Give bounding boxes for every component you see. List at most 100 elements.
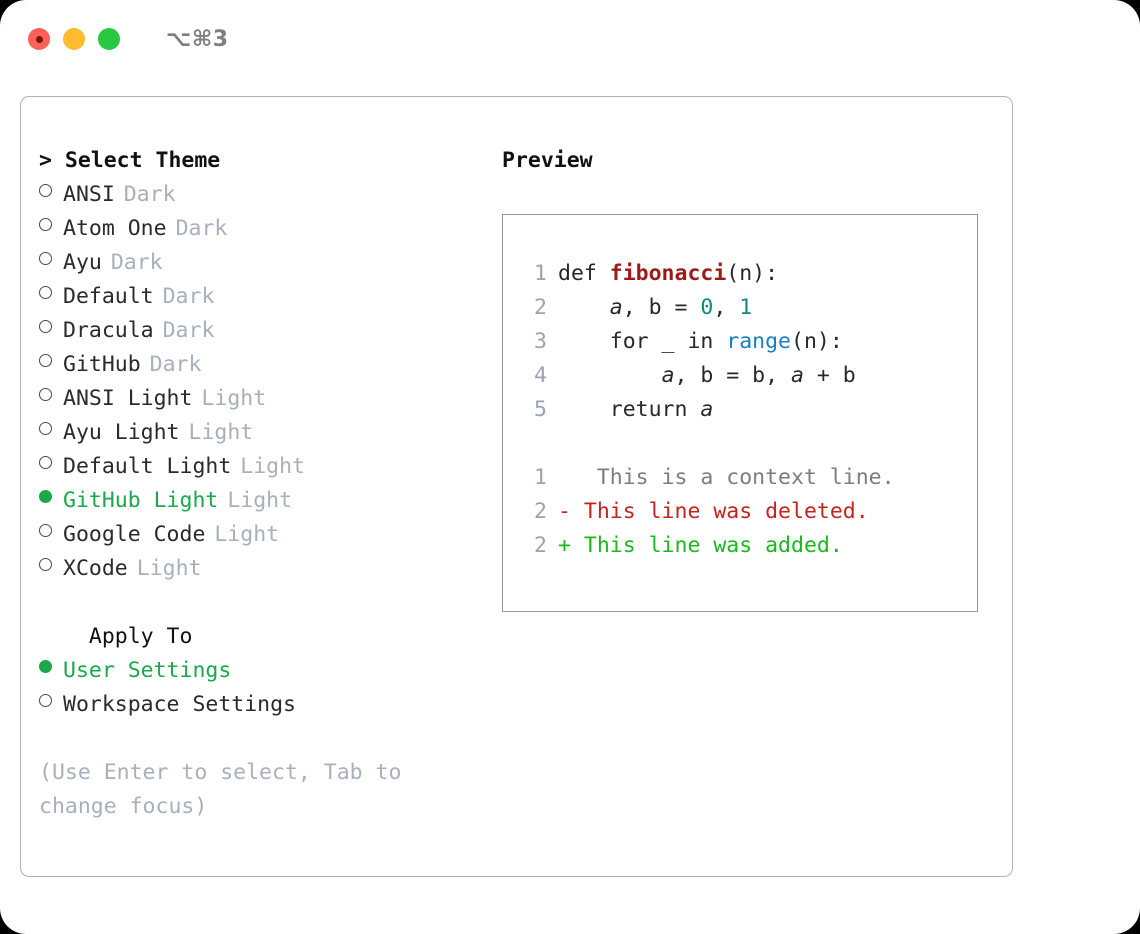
radio-unselected-icon: [39, 388, 52, 401]
apply-to-heading: Apply To: [63, 624, 193, 649]
theme-option-tag: Dark: [162, 284, 215, 309]
theme-option-label: Dracula: [63, 318, 154, 343]
title-bar: ⌥⌘3: [0, 0, 1140, 78]
code-diff-spacer: [503, 427, 977, 461]
radio-unselected-icon: [39, 694, 52, 707]
close-button[interactable]: [28, 28, 50, 50]
theme-option-tag: Dark: [175, 216, 228, 241]
maximize-button[interactable]: [98, 28, 120, 50]
diff-marker: -: [558, 499, 571, 524]
diff-line-text: This is a context line.: [570, 465, 895, 490]
diff-line-text: This line was deleted.: [570, 499, 869, 524]
theme-option-label: Ayu: [63, 250, 102, 275]
theme-option-tag: Light: [136, 556, 202, 581]
radio-unselected-icon: [39, 456, 52, 469]
apply-option-workspace-settings[interactable]: Workspace Settings: [39, 688, 469, 722]
code-token: 1: [739, 295, 753, 320]
code-token: fibonacci: [609, 261, 727, 286]
radio-unselected-icon: [39, 320, 52, 333]
theme-option-default-light[interactable]: Default Light Light: [39, 450, 469, 484]
line-number: 5: [534, 397, 547, 422]
theme-option-label: Default Light: [63, 454, 232, 479]
code-token: , b = b,: [674, 363, 792, 388]
theme-option-tag: Light: [227, 488, 293, 513]
theme-option-tag: Dark: [123, 182, 176, 207]
theme-option-tag: Light: [214, 522, 280, 547]
code-line: 4 a, b = b, a + b: [503, 359, 977, 393]
apply-option-user-settings[interactable]: User Settings: [39, 654, 469, 688]
theme-option-ayu[interactable]: Ayu Dark: [39, 246, 469, 280]
theme-option-tag: Dark: [110, 250, 163, 275]
theme-option-label: Default: [63, 284, 154, 309]
keyboard-shortcut-label: ⌥⌘3: [166, 26, 229, 52]
code-token: return: [558, 397, 701, 422]
theme-option-label: Google Code: [63, 522, 206, 547]
radio-unselected-icon: [39, 218, 52, 231]
theme-option-tag: Light: [201, 386, 267, 411]
section-spacer: [39, 586, 469, 620]
code-token: a: [791, 363, 804, 388]
code-line-text: def fibonacci(n):: [558, 257, 778, 291]
diff-line-text: This line was added.: [570, 533, 843, 558]
radio-selected-icon: [39, 490, 52, 503]
theme-option-ayu-light[interactable]: Ayu Light Light: [39, 416, 469, 450]
code-line: 1 def fibonacci(n):: [503, 257, 977, 291]
radio-unselected-icon: [39, 184, 52, 197]
code-token: b: [648, 295, 662, 320]
code-line: 5 return a: [503, 393, 977, 427]
theme-option-google-code[interactable]: Google Code Light: [39, 518, 469, 552]
code-token: [558, 295, 610, 320]
radio-unselected-icon: [39, 558, 52, 571]
theme-option-github[interactable]: GitHub Dark: [39, 348, 469, 382]
diff-line-add: 2 + This line was added.: [503, 529, 977, 563]
code-line: 3 for _ in range(n):: [503, 325, 977, 359]
theme-option-tag: Light: [188, 420, 254, 445]
radio-unselected-icon: [39, 354, 52, 367]
code-token: (n):: [726, 261, 779, 286]
diff-line-ctx: 1 This is a context line.: [503, 461, 977, 495]
diff-marker: [558, 461, 571, 495]
code-line: 2 a, b = 0, 1: [503, 291, 977, 325]
minimize-button[interactable]: [63, 28, 85, 50]
theme-option-tag: Light: [240, 454, 306, 479]
diff-marker: +: [558, 533, 571, 558]
line-number: 2: [534, 295, 547, 320]
code-token: a: [609, 295, 623, 320]
line-number: 3: [534, 329, 547, 354]
code-token: [558, 363, 662, 388]
code-token: def: [558, 261, 610, 286]
code-line-text: a, b = b, a + b: [558, 359, 856, 393]
code-token: =: [661, 295, 701, 320]
preview-heading: Preview: [502, 148, 593, 173]
code-token: range: [726, 329, 792, 354]
code-line-text: return a: [558, 393, 714, 427]
radio-unselected-icon: [39, 286, 52, 299]
code-token: + b: [803, 363, 856, 388]
theme-option-default[interactable]: Default Dark: [39, 280, 469, 314]
code-token: for _ in: [558, 329, 727, 354]
code-token: 0: [700, 295, 714, 320]
line-number: 1: [534, 465, 547, 490]
line-number: 2: [534, 533, 547, 558]
theme-option-label: GitHub: [63, 352, 141, 377]
code-line-text: a, b = 0, 1: [558, 291, 752, 325]
line-number: 1: [534, 261, 547, 286]
line-number: 4: [534, 363, 547, 388]
theme-option-label: Ayu Light: [63, 420, 180, 445]
traffic-lights: [28, 28, 120, 50]
code-token: ,: [622, 295, 649, 320]
apply-option-label: Workspace Settings: [63, 692, 296, 717]
theme-option-tag: Dark: [149, 352, 202, 377]
